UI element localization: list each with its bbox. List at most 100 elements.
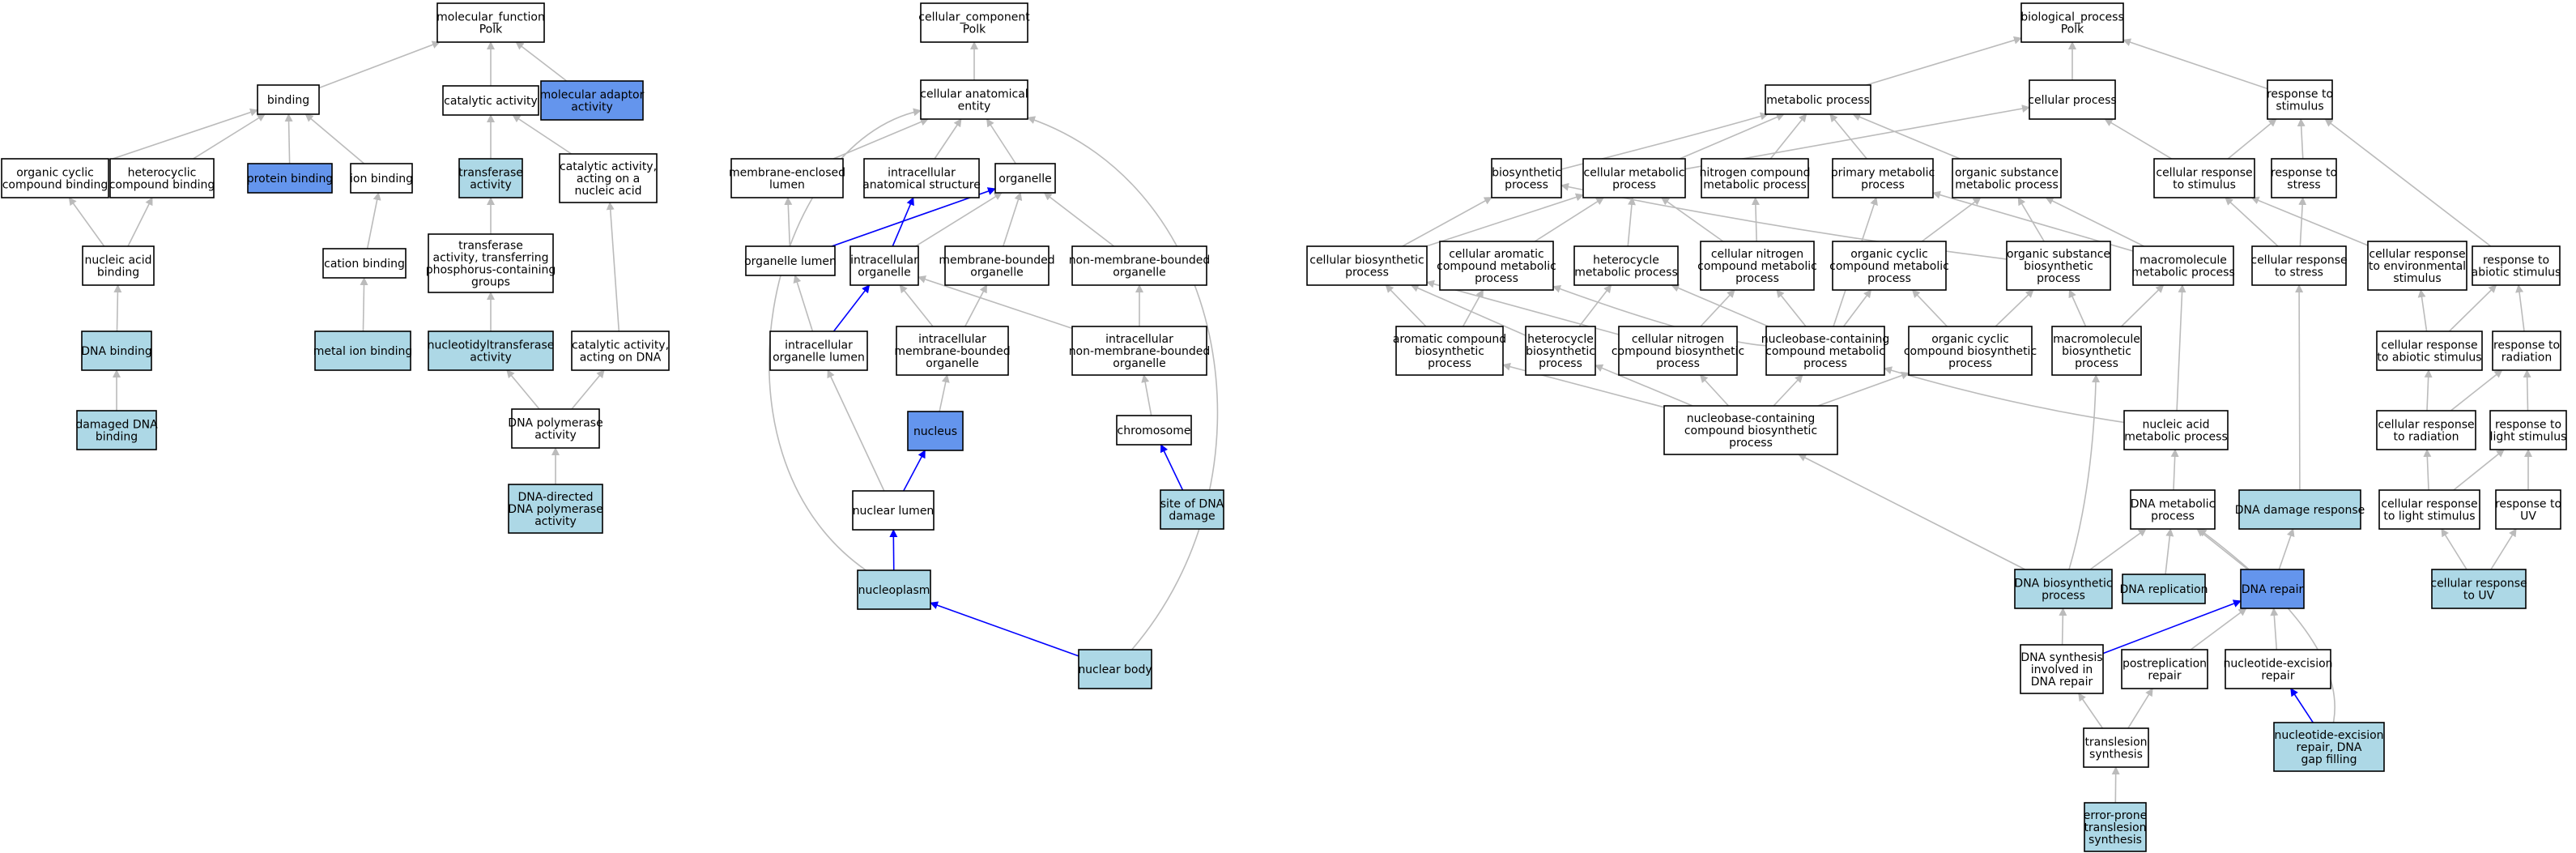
node-label-line: nucleic acid	[574, 185, 641, 198]
node-label-line: organelle	[1113, 267, 1165, 279]
node-label-line: synthesis	[2089, 749, 2143, 761]
node-box	[428, 331, 554, 371]
edge-organelle-to-cae	[986, 118, 1016, 164]
node-label-line: translesion	[2084, 821, 2146, 834]
node-label-line: organic substance	[2007, 248, 2110, 261]
node-label-line: response to	[2495, 419, 2561, 432]
node-label-line: organelle	[926, 357, 978, 370]
edge-ner-to-dna_repair	[2270, 608, 2279, 650]
edge-cell_resp_stress-to-cell_resp_stim	[2225, 197, 2279, 247]
edge-ner_gap-to-ner	[2290, 688, 2314, 723]
node-label-line: nucleotide-excision	[2274, 729, 2383, 742]
node-label-line: metabolic process	[1574, 267, 1678, 279]
node-box	[1908, 326, 2033, 376]
node-label-line: compound binding	[109, 179, 215, 192]
node-label-line: light stimulus	[2490, 431, 2567, 444]
node-box	[1491, 158, 1562, 198]
node-box	[2489, 410, 2567, 450]
node-label-line: process	[1345, 267, 1389, 279]
node-label-line: macromolecule	[2140, 254, 2227, 267]
edge-transl_synth-to-postrep	[2127, 688, 2153, 729]
node-box	[436, 2, 545, 43]
node-label-line: process	[1735, 272, 1779, 285]
edge-ion_bind-to-binding	[304, 113, 365, 164]
node-label-line: intracellular	[918, 333, 986, 346]
edge-org_lumen-to-mem_lumen	[784, 197, 793, 247]
node-label-line: anatomical structure	[862, 179, 981, 192]
node-label-line: organelle lumen	[773, 352, 865, 365]
node-label-line: cellular process	[2028, 94, 2116, 107]
edge-cell_nitro-to-nitro_metab	[1751, 197, 1760, 242]
node-label-line: damage	[1169, 510, 1215, 523]
edge-cell_metab-to-metab	[1679, 113, 1785, 160]
node-label-line: non-membrane-bounded	[1069, 254, 1211, 267]
node-box	[2240, 569, 2305, 609]
edge-mol_adaptor-to-mf_root	[515, 41, 568, 82]
edge-resp_stress-to-resp_stim	[2297, 118, 2306, 160]
node-label-line: process	[1729, 437, 1773, 450]
edge-org_cyc_bios-to-org_cyc_metab	[1911, 289, 1948, 327]
node-label-line: to environmental	[2369, 260, 2466, 273]
node-label-line: heterocycle	[1593, 254, 1659, 267]
node-label-line: DNA polymerase	[508, 417, 602, 430]
edge-dna_bios-to-dna_metab	[2089, 528, 2147, 570]
edge-dna_metab-to-nucacid_metab	[2170, 449, 2179, 491]
node-label-line: nucleobase-containing	[1761, 333, 1890, 346]
node-box	[76, 410, 157, 450]
node-label-line: activity	[534, 515, 577, 528]
node-box	[81, 331, 152, 371]
node-box	[1582, 158, 1686, 198]
edge-org_cyc_metab-to-org_sub_metab	[1921, 197, 1982, 242]
node-label-line: cellular response	[2250, 254, 2347, 267]
node-label-line: nucleus	[913, 425, 957, 438]
node-label-line: membrane-bounded	[939, 254, 1054, 267]
node-label-line: process	[1539, 357, 1582, 370]
node-box	[1395, 326, 1504, 376]
node-box	[730, 158, 844, 198]
node-ion-bind: ion binding	[350, 163, 413, 194]
edge-cell_biosynth-to-cell_metab	[1426, 193, 1584, 247]
node-label-line: process	[1505, 179, 1548, 192]
node-label-line: compound biosynthetic	[1904, 345, 2037, 358]
edge-nucacid_metab-to-nucb_metab	[1884, 366, 2125, 424]
node-label-line: cellular response	[2381, 498, 2477, 511]
edge-hetero_bios-to-cell_biosynth	[1410, 284, 1526, 336]
edge-dna_rep-to-dna_metab	[2165, 528, 2174, 575]
edge-nuc_body-to-cae	[1027, 116, 1219, 650]
node-label-line: metabolic process	[2131, 267, 2235, 279]
node-label-line: process	[2151, 510, 2195, 523]
node-label-line: involved in	[2031, 663, 2093, 676]
edge-macro_metab-to-org_sub_metab	[2045, 197, 2144, 247]
node-box	[2267, 79, 2333, 120]
node-label-line: acting on DNA	[580, 352, 662, 365]
edge-cell_resp_rad-to-cell_resp_abiotic	[2424, 369, 2433, 412]
node-label-line: DNA polymerase	[508, 503, 602, 516]
edge-metab-to-bp_root	[1866, 36, 2022, 86]
node-label-line: molecular adaptor	[540, 89, 645, 102]
edge-ic_mb_org-to-mb_org	[964, 284, 988, 327]
node-box	[863, 158, 980, 198]
node-nucleoplasm: nucleoplasm	[857, 569, 931, 610]
node-label-line: ion binding	[350, 173, 413, 186]
node-box	[2122, 574, 2206, 604]
node-label-line: compound metabolic	[1697, 260, 1817, 273]
node-label-line: Polk	[2061, 23, 2084, 36]
node-box	[745, 245, 836, 276]
node-label-line: nucleobase-containing	[1687, 412, 1816, 425]
